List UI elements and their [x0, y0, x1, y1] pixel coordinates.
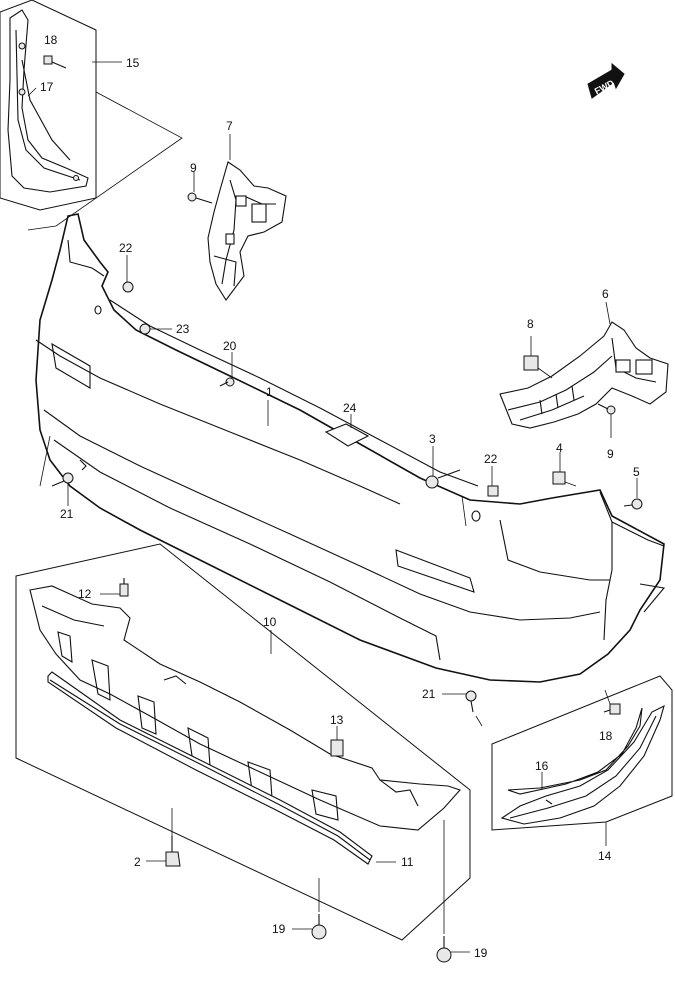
screw-21-right: [442, 690, 483, 727]
callout-11: 11: [401, 855, 414, 869]
clip-17: [18, 42, 26, 50]
clip-12: [100, 578, 129, 597]
label-plate-24: [324, 414, 370, 447]
callout-17: 17: [40, 80, 54, 94]
callout-22-lower: 22: [484, 452, 498, 466]
screw-21-left: [39, 435, 74, 506]
callout-14: 14: [598, 849, 612, 863]
callout-10: 10: [263, 615, 277, 629]
callout-12: 12: [78, 587, 92, 601]
callout-19-left: 19: [272, 922, 286, 936]
clip-19-right: [436, 820, 470, 963]
inset-side-extension-right: [491, 675, 673, 846]
callout-13: 13: [330, 713, 344, 727]
screw-5: [623, 478, 643, 510]
screw-9-right: [597, 403, 616, 438]
fwd-arrow-icon: FWD: [587, 62, 625, 99]
fastener-22-upper: [122, 255, 134, 293]
callout-24: 24: [343, 401, 357, 415]
callout-5: 5: [633, 465, 640, 479]
callout-20: 20: [223, 339, 237, 353]
callout-1: 1: [266, 385, 273, 399]
callout-18-top: 18: [44, 33, 58, 47]
bracket-right-6: [499, 321, 669, 429]
callout-16: 16: [535, 759, 549, 773]
callout-4: 4: [556, 441, 563, 455]
clip-13: [330, 726, 344, 757]
clip-18-right: [609, 703, 621, 715]
callout-7: 7: [226, 119, 233, 133]
clip-17b: [18, 88, 26, 96]
callout-3: 3: [429, 432, 436, 446]
clip-19-left: [292, 878, 327, 940]
leader-lines: [27, 61, 611, 863]
callout-2: 2: [134, 855, 141, 869]
callout-21-left: 21: [60, 507, 74, 521]
callout-21-right: 21: [422, 687, 436, 701]
callout-23: 23: [176, 322, 190, 336]
fastener-23: [139, 323, 172, 335]
lower-strip-11: [47, 671, 373, 865]
screw-20: [219, 352, 235, 387]
bolt-2: [146, 808, 181, 867]
inset-side-extension: [0, 0, 183, 231]
rear-bumper-cover-1: [35, 213, 666, 683]
callout-9-left: 9: [190, 161, 197, 175]
clip-18-top: [43, 55, 53, 65]
bolt-3: [425, 446, 467, 527]
nut-4: [552, 452, 577, 487]
bracket-left-7: [207, 161, 287, 301]
callout-8: 8: [527, 317, 534, 331]
callout-19-right: 19: [474, 946, 488, 960]
callout-labels: 1 2 3 4 5 6 7 8 9 9 10 11 12 13 14 15 16…: [40, 33, 640, 960]
inset-under-cover: [15, 543, 471, 941]
callout-9-right: 9: [607, 447, 614, 461]
clip-nut-8: [523, 336, 553, 379]
screw-9-left: [187, 172, 213, 204]
callout-6: 6: [602, 287, 609, 301]
fastener-22-lower: [487, 466, 499, 497]
callout-18-right: 18: [599, 729, 613, 743]
callout-15: 15: [126, 56, 140, 70]
callout-22-upper: 22: [119, 241, 133, 255]
